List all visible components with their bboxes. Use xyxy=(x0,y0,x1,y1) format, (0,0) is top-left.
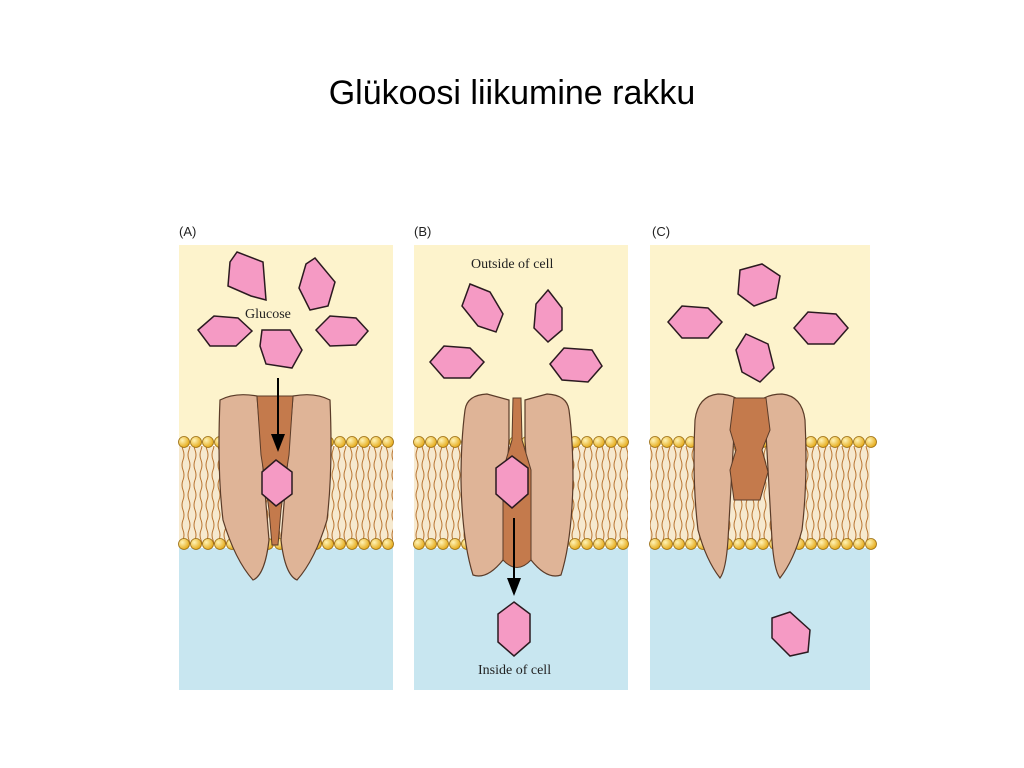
inside-region xyxy=(179,548,393,690)
lipid-head xyxy=(757,538,769,550)
lipid-head xyxy=(865,436,877,448)
lipid-head xyxy=(425,538,437,550)
panel-b: Outside of cell Inside of cell xyxy=(413,245,629,690)
lipid-head xyxy=(322,538,334,550)
lipid-head xyxy=(649,436,661,448)
lipid-head xyxy=(358,538,370,550)
lipid-head xyxy=(617,538,629,550)
glucose-molecule xyxy=(771,611,811,657)
inside-of-cell-label: Inside of cell xyxy=(478,663,551,678)
lipid-head xyxy=(358,436,370,448)
lipid-head xyxy=(673,436,685,448)
lipid-head xyxy=(178,538,190,550)
lipid-head xyxy=(370,538,382,550)
lipid-head xyxy=(853,538,865,550)
lipid-head xyxy=(865,538,877,550)
glucose-molecule xyxy=(196,315,254,347)
lipid-head xyxy=(617,436,629,448)
lipid-head xyxy=(841,436,853,448)
lipid-head xyxy=(334,436,346,448)
glucose-molecule xyxy=(227,251,267,301)
glucose-in-channel xyxy=(261,459,293,507)
glucose-molecule xyxy=(429,345,486,379)
glucose-in-channel xyxy=(495,455,529,509)
inside-region xyxy=(650,548,870,690)
glucose-molecule xyxy=(737,263,781,307)
lipid-head xyxy=(805,436,817,448)
lipid-head xyxy=(649,538,661,550)
lipid-head xyxy=(370,436,382,448)
lipid-head xyxy=(805,538,817,550)
panel-a-label: (A) xyxy=(179,224,196,239)
lipid-head xyxy=(829,436,841,448)
lipid-head xyxy=(817,436,829,448)
lipid-head xyxy=(425,436,437,448)
transporter-channel xyxy=(729,397,771,501)
transporter-left-subunit xyxy=(460,393,510,577)
lipid-head xyxy=(841,538,853,550)
lipid-head xyxy=(334,538,346,550)
glucose-transporter xyxy=(218,394,332,581)
lipid-head xyxy=(382,538,394,550)
glucose-label: Glucose xyxy=(245,307,291,322)
lipid-head xyxy=(178,436,190,448)
glucose-molecule xyxy=(533,288,563,344)
arrowhead xyxy=(507,578,521,596)
lipid-head xyxy=(382,436,394,448)
lipid-head xyxy=(685,538,697,550)
glucose-transporter xyxy=(693,393,807,579)
panel-a: Glucose xyxy=(178,245,394,690)
transporter-right-subunit xyxy=(280,394,332,581)
lipid-head xyxy=(605,538,617,550)
glucose-molecule xyxy=(667,305,724,339)
lipid-head xyxy=(605,436,617,448)
lipid-head xyxy=(569,538,581,550)
lipid-head xyxy=(581,436,593,448)
glucose-molecule xyxy=(461,283,504,333)
transporter-left-subunit xyxy=(693,393,737,579)
lipid-head xyxy=(449,436,461,448)
glucose-molecule xyxy=(549,347,603,383)
lipid-head xyxy=(733,538,745,550)
lipid-head xyxy=(449,538,461,550)
lipid-head xyxy=(413,538,425,550)
lipid-head xyxy=(190,436,202,448)
glucose-molecule xyxy=(298,257,336,311)
slide-title: Glükoosi liikumine rakku xyxy=(328,74,696,112)
lipid-head xyxy=(745,538,757,550)
glucose-molecule xyxy=(735,333,775,383)
lipid-head xyxy=(346,436,358,448)
glucose-molecule xyxy=(497,601,531,657)
lipid-head xyxy=(661,538,673,550)
transporter-right-subunit xyxy=(763,393,807,579)
lipid-head xyxy=(829,538,841,550)
lipid-head xyxy=(202,538,214,550)
arrowhead xyxy=(271,434,285,452)
lipid-head xyxy=(190,538,202,550)
transporter-left-subunit xyxy=(218,394,270,581)
glucose-molecule xyxy=(259,329,303,369)
lipid-head xyxy=(593,436,605,448)
glucose-transporter xyxy=(460,393,574,577)
lipid-head xyxy=(593,538,605,550)
outside-of-cell-label: Outside of cell xyxy=(471,257,554,272)
lipid-head xyxy=(437,538,449,550)
lipid-head xyxy=(346,538,358,550)
lipid-head xyxy=(581,538,593,550)
lipid-head xyxy=(214,538,226,550)
panel-c-label: (C) xyxy=(652,224,670,239)
panel-c xyxy=(649,245,877,690)
lipid-head xyxy=(661,436,673,448)
lipid-head xyxy=(437,436,449,448)
lipid-head xyxy=(817,538,829,550)
lipid-head xyxy=(202,436,214,448)
glucose-molecule xyxy=(793,311,849,345)
lipid-head xyxy=(673,538,685,550)
lipid-head xyxy=(413,436,425,448)
panel-b-label: (B) xyxy=(414,224,431,239)
lipid-head xyxy=(853,436,865,448)
glucose-molecule xyxy=(314,315,370,347)
transporter-right-subunit xyxy=(524,393,574,577)
